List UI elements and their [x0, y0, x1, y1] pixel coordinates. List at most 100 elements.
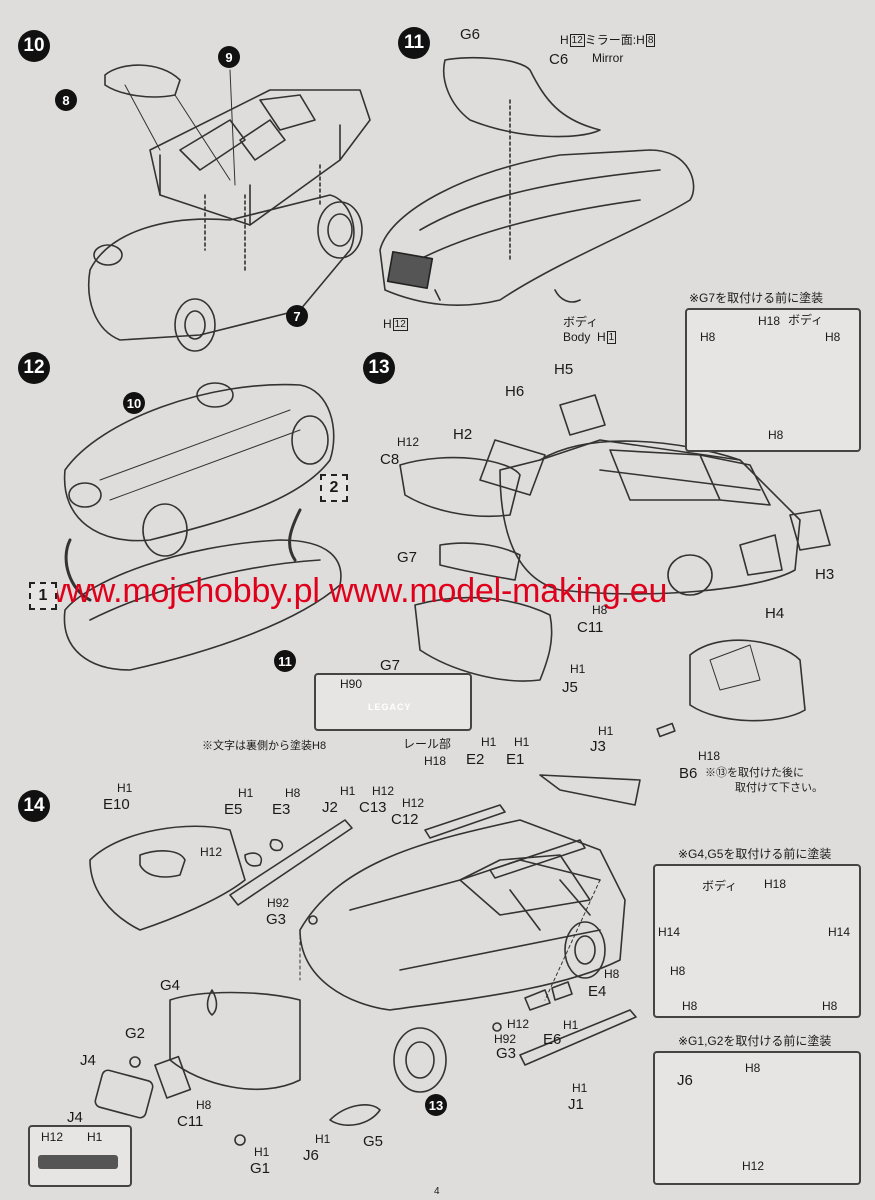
- note-g45-code-h18: H18: [764, 877, 787, 891]
- label-h4: H4: [765, 605, 785, 622]
- step-14-number: 14: [18, 790, 50, 822]
- label-g2: G2: [125, 1025, 146, 1042]
- code-e3: H8: [285, 786, 301, 800]
- label-g6: G6: [460, 26, 481, 43]
- note-g45-code-h8-right: H8: [822, 999, 838, 1013]
- code-b6-h18: H18: [698, 749, 721, 763]
- note-g12-code-h8: H8: [745, 1061, 761, 1075]
- label-h6: H6: [505, 383, 525, 400]
- step-13-number: 13: [363, 352, 395, 384]
- page-number: 4: [434, 1186, 440, 1197]
- label-c13: C13: [359, 799, 387, 816]
- note-g7-body-label: ボディ: [788, 313, 824, 327]
- code-j5-h1: H1: [570, 662, 586, 676]
- code-j6: H1: [315, 1132, 331, 1146]
- label-c11: C11: [577, 619, 604, 636]
- mirror-en-label: Mirror: [592, 51, 624, 65]
- ref-box-1: 1: [29, 582, 57, 610]
- note-g45-box: [653, 864, 861, 1018]
- label-e10: E10: [103, 796, 130, 813]
- note-g12-title: ※G1,G2を取付ける前に塗装: [678, 1034, 832, 1048]
- part-10-marker: 10: [123, 392, 145, 414]
- note-g7-code-h18: H18: [758, 314, 781, 328]
- label-g3-top: G3: [266, 911, 287, 928]
- label-g3-bottom: G3: [496, 1045, 517, 1062]
- label-h2: H2: [453, 426, 473, 443]
- step-11-number: 11: [398, 27, 430, 59]
- step-12-number: 12: [18, 352, 50, 384]
- step14-drawing: [89, 774, 641, 1146]
- j4-box-code1: H12: [41, 1130, 64, 1144]
- step12-drawing: [63, 382, 342, 671]
- label-e2: E2: [466, 751, 485, 768]
- b6-note-line2: 取付けて下さい。: [735, 782, 823, 794]
- code-e6: H1: [563, 1018, 579, 1032]
- code-g3-bottom: H92: [494, 1032, 517, 1046]
- part-11-marker: 11: [274, 650, 296, 672]
- j4-grille-swatch: [38, 1155, 118, 1169]
- label-h3: H3: [815, 566, 835, 583]
- note-g7-box: [685, 308, 861, 452]
- note-g45-title: ※G4,G5を取付ける前に塗装: [678, 847, 832, 861]
- note-g12-code-h12: H12: [742, 1159, 765, 1173]
- note-g45-code-h14-left: H14: [658, 925, 681, 939]
- label-g4: G4: [160, 977, 181, 994]
- label-e5: E5: [224, 801, 243, 818]
- ref-box-2: 2: [320, 474, 348, 502]
- code-e10-hood: H12: [200, 845, 223, 859]
- label-j6: J6: [303, 1147, 319, 1164]
- label-h5: H5: [554, 361, 574, 378]
- label-j4: J4: [80, 1052, 96, 1069]
- body-jp-label: ボディ: [563, 315, 599, 329]
- note-g12-j6: J6: [677, 1072, 693, 1089]
- note-g7-code-h8-right: H8: [825, 330, 841, 344]
- body-en-label: Body: [563, 330, 591, 344]
- watermark-text: www.mojehobby.pl www.model-making.eu: [42, 572, 668, 610]
- label-g5: G5: [363, 1133, 384, 1150]
- label-c8: C8: [380, 451, 400, 468]
- code-e1: H1: [514, 735, 530, 749]
- code-side-h12: H12: [507, 1017, 530, 1031]
- label-b6: B6: [679, 765, 698, 782]
- note-g45-code-h14-right: H14: [828, 925, 851, 939]
- label-e6: E6: [543, 1031, 562, 1048]
- note-g12-box: [653, 1051, 861, 1185]
- code-c12: H12: [402, 796, 425, 810]
- j4-box-title: J4: [67, 1109, 83, 1126]
- code-e10: H1: [117, 781, 133, 795]
- code-g3-top: H92: [267, 896, 290, 910]
- label-j3: J3: [590, 738, 606, 755]
- step11-drawing: [379, 56, 695, 306]
- code-c11-bottom: H8: [196, 1098, 212, 1112]
- note-g45-code-h8-left: H8: [670, 964, 686, 978]
- label-c11-bottom: C11: [177, 1113, 204, 1130]
- note-g7-code-h8-bottom: H8: [768, 428, 784, 442]
- g7-detail-note: ※文字は裏側から塗装H8: [202, 740, 327, 752]
- label-g1: G1: [250, 1160, 271, 1177]
- part-9-marker: 9: [218, 46, 240, 68]
- g7-detail-title: G7: [380, 657, 401, 674]
- part-7-marker: 7: [286, 305, 308, 327]
- step13-drawing: [399, 394, 831, 738]
- label-j2: J2: [322, 799, 338, 816]
- label-c6: C6: [549, 51, 569, 68]
- note-g7-title: ※G7を取付ける前に塗装: [689, 291, 824, 305]
- label-c12: C12: [391, 811, 419, 828]
- step10-drawing: [88, 64, 371, 352]
- part-8-marker: 8: [55, 89, 77, 111]
- code-c11-h8: H8: [592, 603, 608, 617]
- code-e5: H1: [238, 786, 254, 800]
- code-j1: H1: [572, 1081, 588, 1095]
- step-10-number: 10: [18, 30, 50, 62]
- g7-plate-text: LEGACY: [368, 702, 412, 712]
- code-j2: H1: [340, 784, 356, 798]
- note-g45-body-label: ボディ: [702, 879, 738, 893]
- code-e4: H8: [604, 967, 620, 981]
- note-g7-code-h8-left: H8: [700, 330, 716, 344]
- j4-box-code2: H1: [87, 1130, 103, 1144]
- code-c8-h12: H12: [397, 435, 420, 449]
- code-e2: H1: [481, 735, 497, 749]
